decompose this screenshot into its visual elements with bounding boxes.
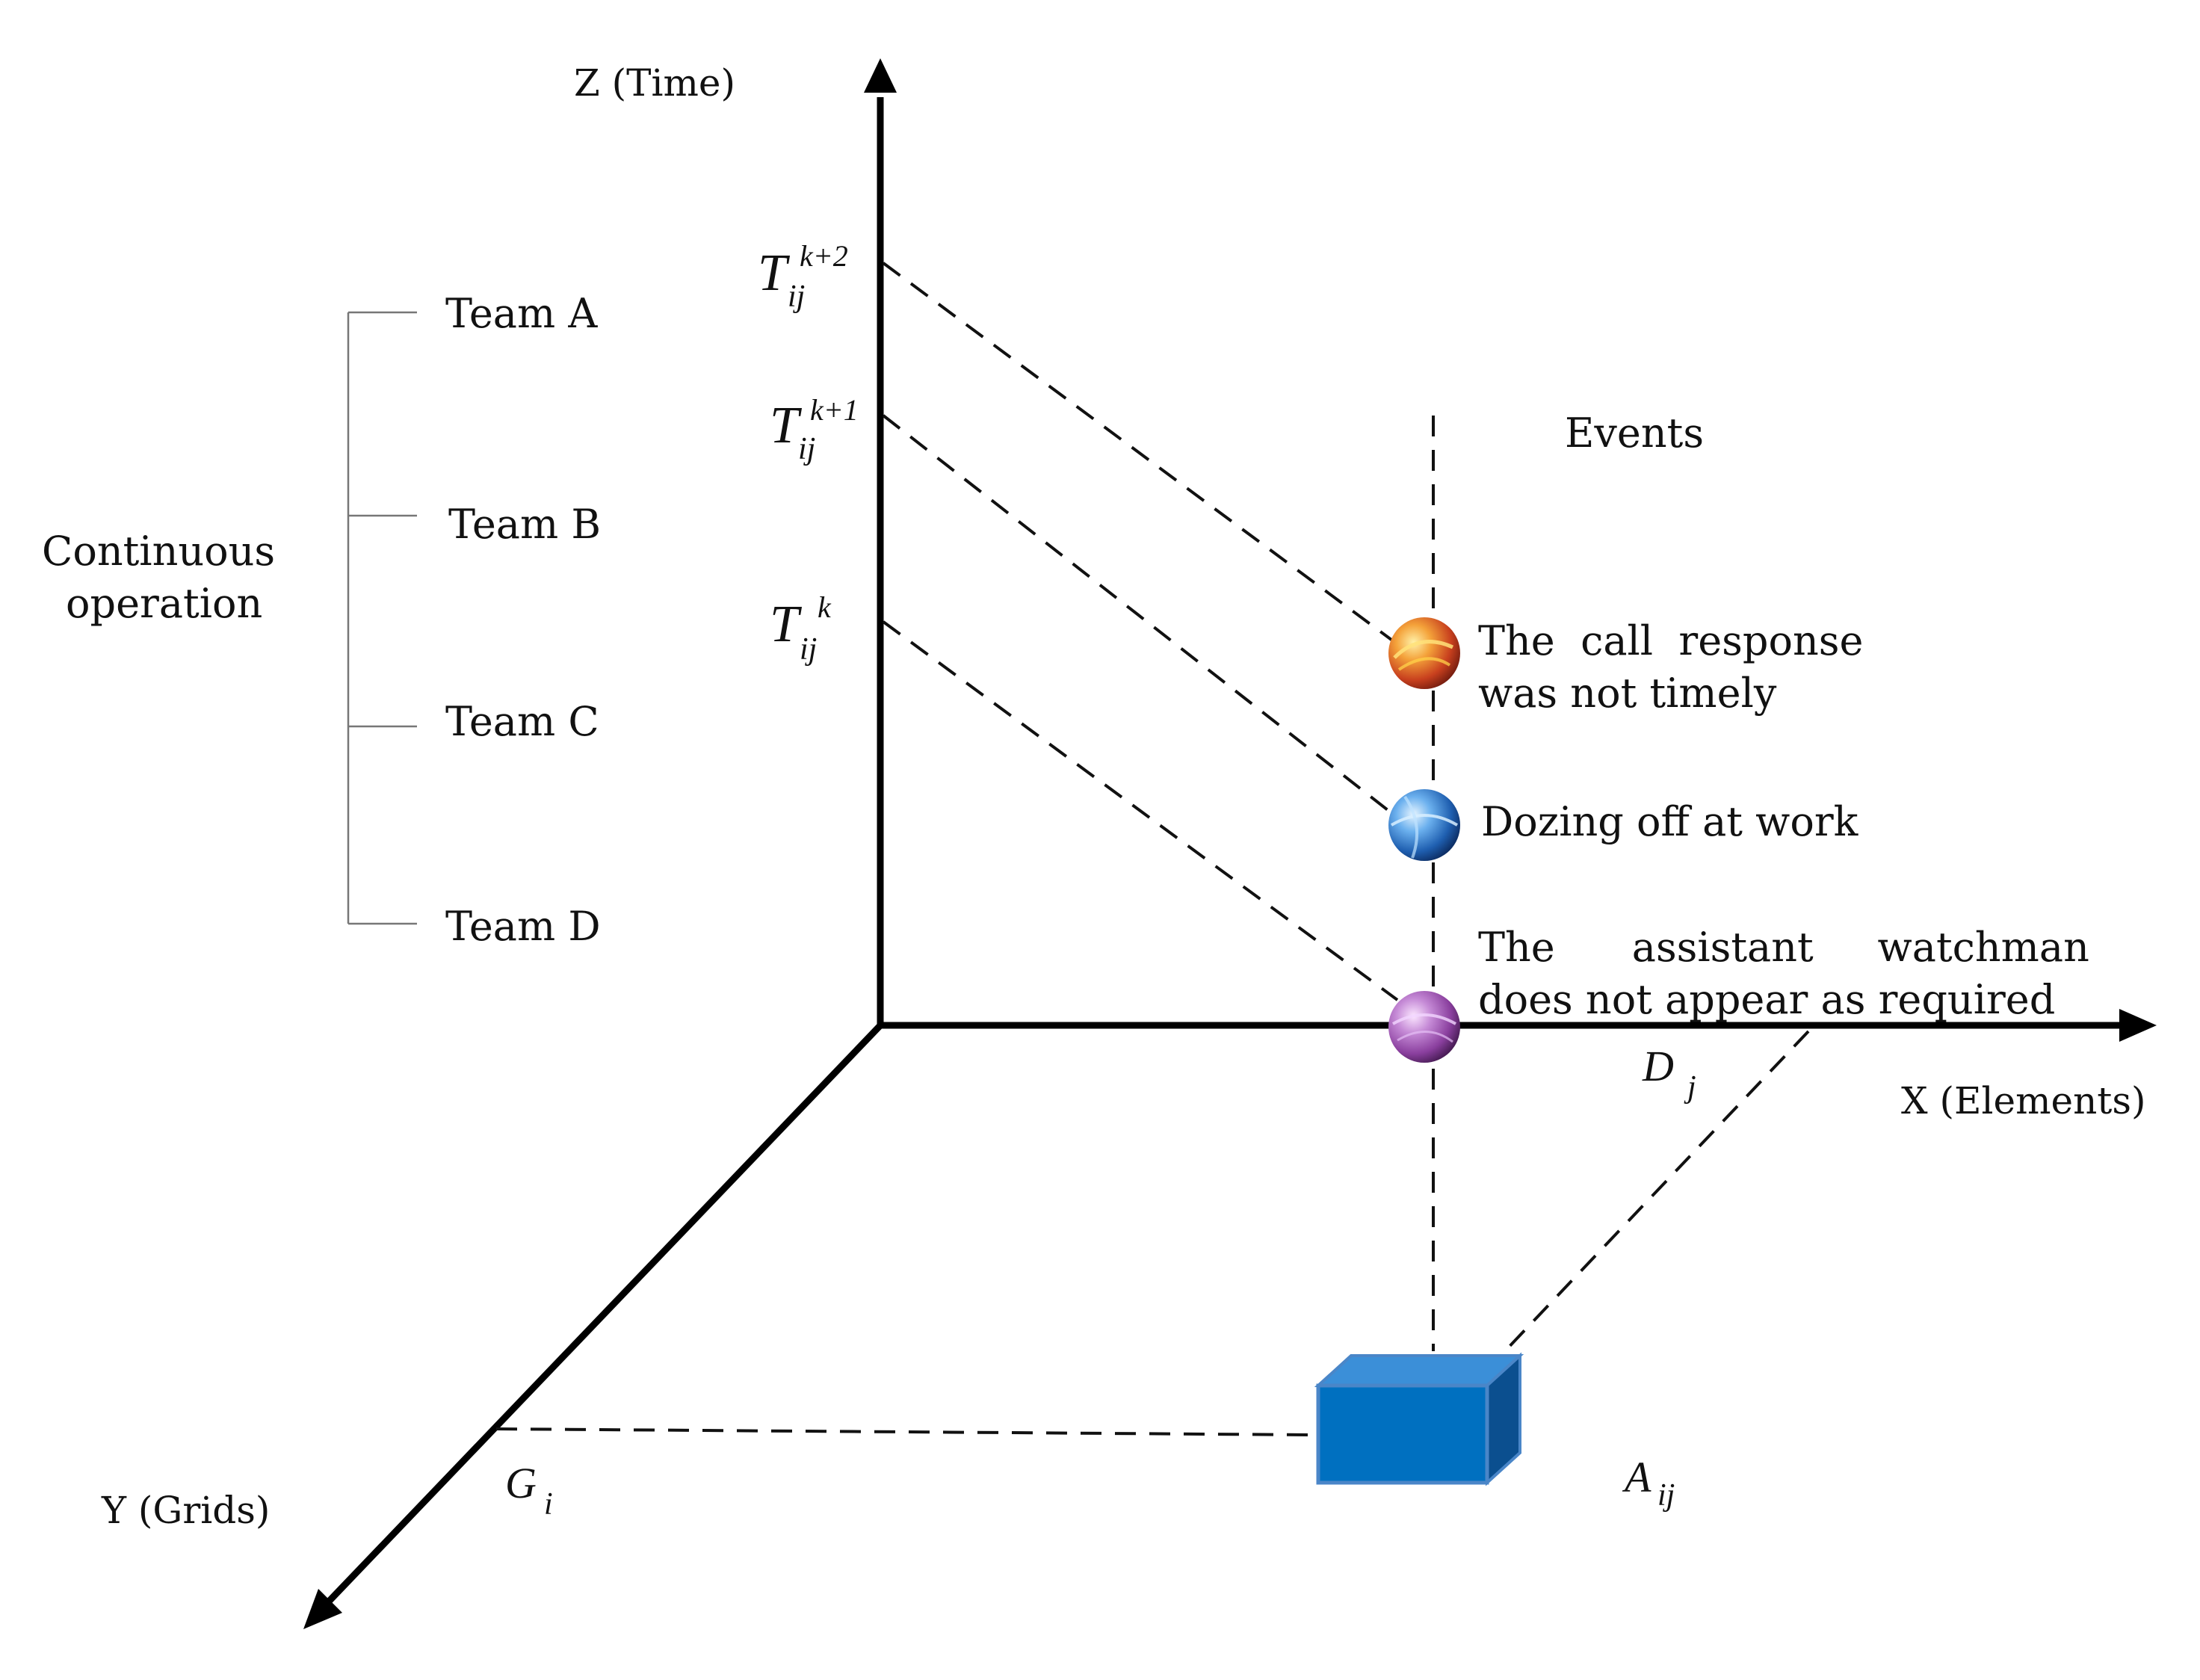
- svg-text:ij: ij: [800, 632, 817, 667]
- svg-text:D: D: [1642, 1042, 1674, 1090]
- svg-text:A: A: [1622, 1453, 1651, 1501]
- time-mark-k: T ij k: [770, 590, 832, 667]
- grid-mark-g: G i: [505, 1459, 553, 1522]
- event-marker-dozing: [1388, 789, 1460, 861]
- x-axis-arrowhead: [2119, 1009, 2157, 1042]
- svg-text:i: i: [544, 1487, 553, 1522]
- team-label-a: Team A: [445, 290, 598, 337]
- y-axis: [324, 1021, 885, 1607]
- svg-text:T: T: [770, 397, 803, 454]
- element-mark-d: D j: [1642, 1042, 1696, 1105]
- event-marker-watchman: [1388, 991, 1460, 1063]
- dash-g-to-box: [495, 1427, 1313, 1436]
- group-label-line2: operation: [66, 580, 262, 627]
- svg-text:T: T: [770, 596, 803, 653]
- team-bracket: [347, 311, 417, 925]
- team-label-b: Team B: [448, 501, 601, 548]
- y-axis-label: Y (Grids): [101, 1489, 270, 1532]
- dash-d-to-box: [1501, 1030, 1810, 1356]
- dash-time-k: [882, 620, 1399, 1001]
- x-axis-label: X (Elements): [1901, 1079, 2146, 1122]
- team-label-d: Team D: [445, 903, 601, 950]
- event-watchman-line1: The assistant watchman: [1478, 924, 2089, 971]
- event-marker-call-response: [1388, 617, 1460, 689]
- svg-text:k: k: [818, 590, 832, 624]
- svg-text:ij: ij: [798, 432, 815, 466]
- group-label-line1: Continuous: [42, 528, 275, 575]
- dash-time-k2: [882, 262, 1399, 646]
- svg-text:k+2: k+2: [800, 239, 848, 273]
- svg-text:T: T: [758, 244, 791, 302]
- event-dozing-line1: Dozing off at work: [1481, 798, 1859, 845]
- svg-text:j: j: [1684, 1070, 1696, 1105]
- events-title: Events: [1565, 410, 1704, 457]
- svg-text:k+1: k+1: [810, 393, 859, 427]
- z-axis-label: Z (Time): [574, 61, 735, 105]
- event-call-response-line2: was not timely: [1478, 670, 1777, 717]
- cell-mark-a: A ij: [1622, 1453, 1675, 1513]
- svg-text:ij: ij: [788, 280, 805, 314]
- cell-box-top: [1314, 1354, 1524, 1387]
- team-label-c: Team C: [445, 698, 599, 745]
- time-mark-k1: T ij k+1: [770, 393, 859, 466]
- time-mark-k2: T ij k+2: [758, 239, 848, 314]
- event-call-response-line1: The call response: [1478, 617, 1863, 664]
- y-axis-arrowhead: [303, 1589, 342, 1629]
- svg-text:ij: ij: [1657, 1478, 1675, 1513]
- dash-time-k1: [882, 414, 1399, 819]
- z-axis-arrowhead: [864, 58, 897, 93]
- cell-box: [1314, 1352, 1524, 1486]
- event-watchman-line2: does not appear as required: [1478, 976, 2055, 1023]
- cell-box-front: [1316, 1383, 1489, 1485]
- svg-text:G: G: [505, 1459, 537, 1507]
